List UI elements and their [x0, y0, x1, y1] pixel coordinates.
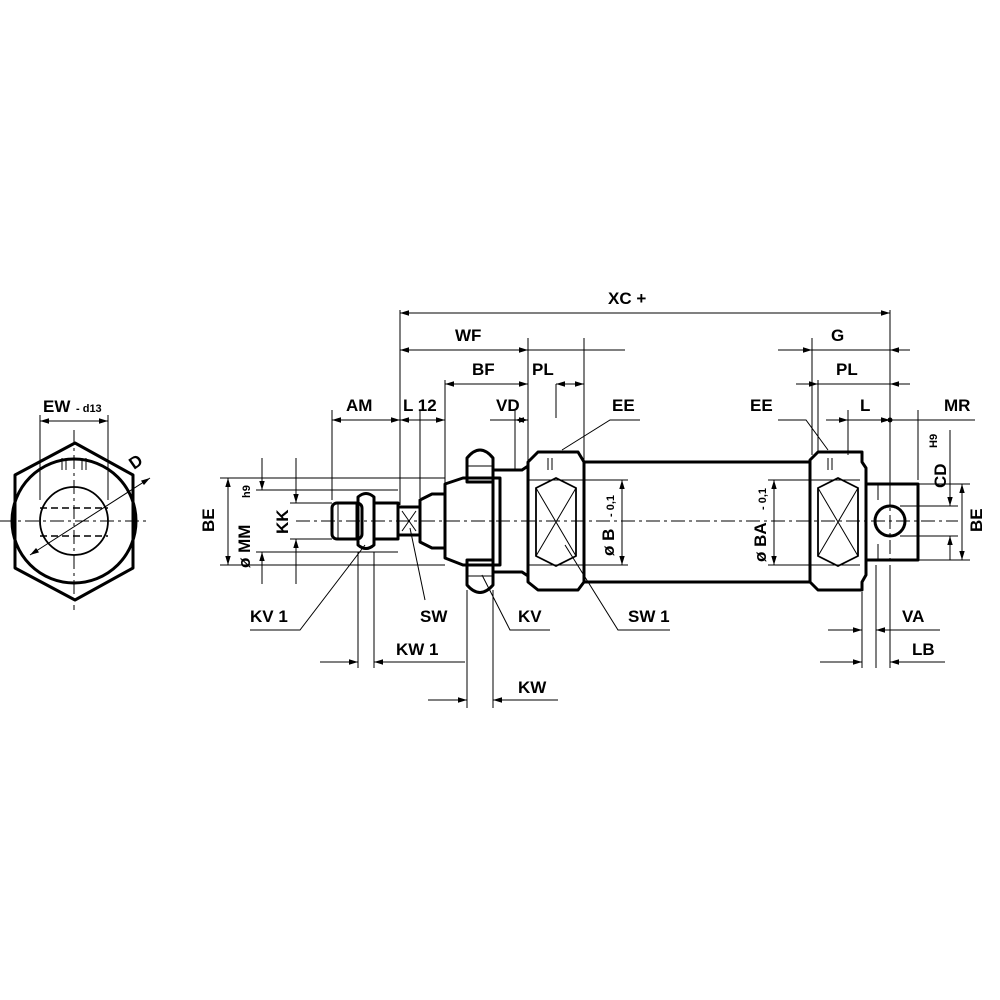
kw1-ext-lines [357, 552, 375, 668]
cd-tolerance: H9 [928, 434, 940, 448]
xc-label: XC + [608, 289, 646, 308]
kv-label: KV [518, 607, 542, 626]
lb-label: LB [912, 640, 935, 659]
mount-nut-chamfer [467, 465, 493, 577]
bf-label: BF [472, 360, 495, 379]
sw1-label: SW 1 [628, 607, 670, 626]
rear-port-marks [827, 458, 833, 470]
g-label: G [831, 326, 844, 345]
am-label: AM [346, 396, 372, 415]
ee-left-leader [561, 419, 640, 451]
kv-leader [481, 574, 550, 631]
wf-label: WF [455, 326, 481, 345]
be-right-label: BE [967, 508, 986, 532]
vd-label: VD [496, 396, 520, 415]
ew-label: EW [43, 397, 71, 416]
cd-label: CD [931, 463, 950, 488]
ew-tolerance: - d13 [76, 403, 102, 415]
rod-jam-nut [356, 492, 376, 550]
b-ext-lines [584, 479, 628, 566]
sw-label: SW [420, 607, 448, 626]
sw-leader [409, 527, 426, 601]
thread-lines [337, 503, 357, 539]
rear-clevis [866, 482, 920, 562]
b-tolerance: - 0,1 [605, 495, 617, 517]
barrel [584, 460, 810, 584]
ee-right-label: EE [750, 396, 773, 415]
pl-right-label: PL [836, 360, 858, 379]
ba-ext-lines [768, 479, 810, 566]
mount-nut-bottom [465, 558, 495, 594]
rear-end-cap [808, 450, 868, 592]
end-view: EW - d13 D [0, 397, 151, 610]
d-label: D [125, 451, 146, 474]
va-lb-ext-lines [861, 565, 891, 668]
kv1-leader [250, 544, 366, 631]
kw1-label: KW 1 [396, 640, 439, 659]
be-left-label: BE [199, 508, 218, 532]
rear-cap-cross [817, 487, 859, 557]
front-port-marks [547, 458, 553, 470]
hex-flat-marks [61, 458, 87, 470]
side-view [296, 440, 958, 600]
mr-origin-dot [887, 417, 893, 423]
pl-left-label: PL [532, 360, 554, 379]
dimensions: XC + WF PL BF AM L 12 VD EE G [199, 289, 986, 708]
rod-thread-end [330, 501, 364, 541]
ba-label: ø BA [751, 522, 770, 562]
kv1-label: KV 1 [250, 607, 288, 626]
kw-label: KW [518, 678, 547, 697]
hex-outline [13, 441, 135, 602]
mm-label: ø MM [235, 525, 254, 568]
front-nose-thread [443, 476, 502, 567]
b-label: ø B [599, 529, 618, 556]
l-label: L [860, 396, 870, 415]
ee-right-leader [778, 419, 829, 451]
l12-label: L 12 [403, 396, 437, 415]
kk-label: KK [273, 509, 292, 534]
ee-left-label: EE [612, 396, 635, 415]
be-left-ext [220, 477, 445, 566]
wrench-flat-cross [401, 510, 417, 532]
va-label: VA [902, 607, 924, 626]
mm-tolerance: h9 [241, 485, 253, 498]
d-dimension-line [29, 477, 151, 556]
kw-ext-lines [466, 590, 494, 708]
mr-label: MR [944, 396, 970, 415]
sw1-leader [564, 544, 670, 631]
front-cap-cross [535, 487, 577, 557]
ba-tolerance: - 0,1 [757, 488, 769, 510]
